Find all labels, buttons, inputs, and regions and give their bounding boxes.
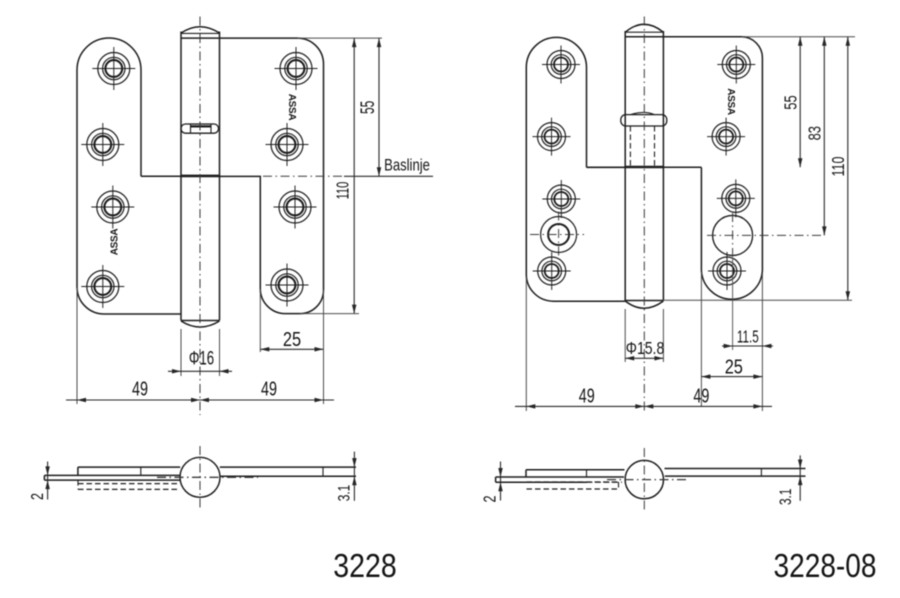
svg-text:2: 2 — [480, 495, 500, 502]
svg-text:110: 110 — [333, 182, 353, 200]
svg-text:11.5: 11.5 — [737, 327, 759, 347]
svg-text:2: 2 — [28, 493, 48, 500]
svg-text:Φ15.8: Φ15.8 — [626, 338, 665, 358]
svg-text:ASSA: ASSA — [110, 229, 121, 256]
svg-text:55: 55 — [781, 95, 801, 110]
svg-text:3228-08: 3228-08 — [774, 548, 877, 585]
svg-text:Baslinje: Baslinje — [384, 156, 430, 175]
svg-text:25: 25 — [283, 327, 301, 350]
svg-text:83: 83 — [806, 126, 826, 141]
svg-text:Φ16: Φ16 — [189, 347, 214, 369]
svg-text:3.1: 3.1 — [336, 485, 354, 502]
svg-text:ASSA: ASSA — [725, 88, 736, 115]
svg-text:49: 49 — [261, 377, 277, 400]
svg-text:55: 55 — [358, 101, 378, 114]
svg-text:49: 49 — [132, 377, 148, 400]
svg-text:49: 49 — [693, 384, 709, 407]
svg-text:25: 25 — [725, 355, 743, 378]
svg-text:49: 49 — [579, 384, 595, 407]
svg-text:3.1: 3.1 — [777, 489, 795, 506]
svg-text:3228: 3228 — [333, 547, 396, 584]
svg-text:ASSA: ASSA — [286, 94, 297, 121]
svg-text:110: 110 — [829, 156, 849, 176]
